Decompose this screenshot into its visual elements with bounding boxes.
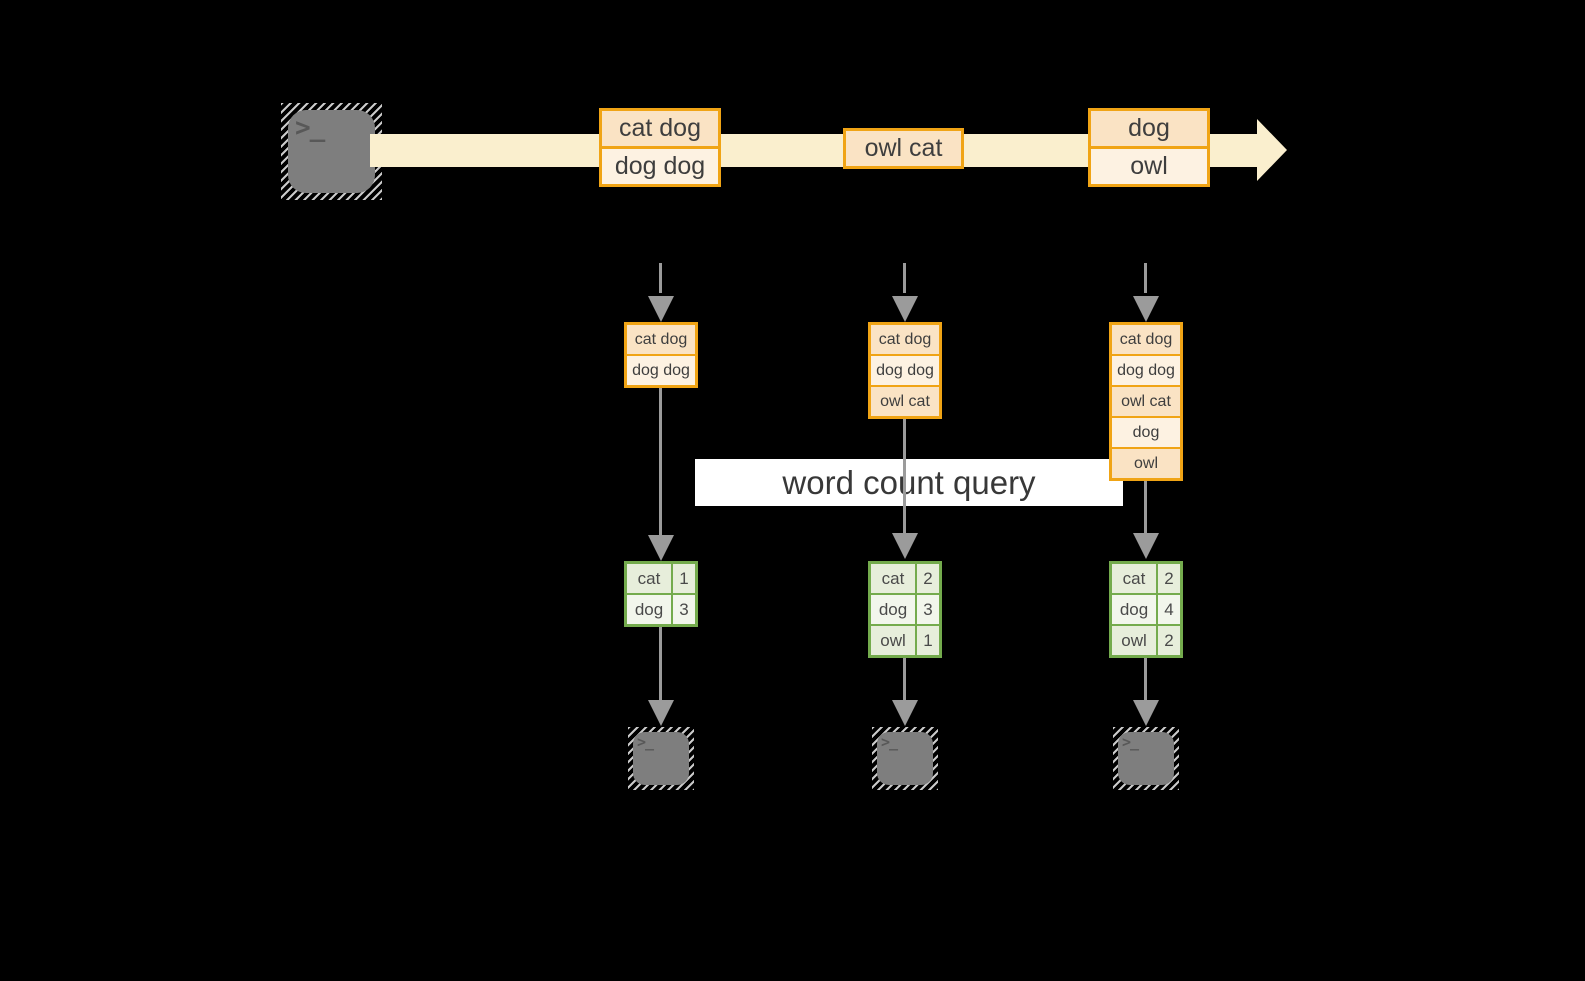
connector-line — [1144, 658, 1147, 700]
stream-event-box-3: dog owl — [1088, 108, 1210, 187]
terminal-prompt-icon: >_ — [1122, 733, 1139, 751]
stream-arrowhead-icon — [1257, 119, 1287, 181]
query-banner: word count query — [695, 459, 1123, 506]
word-cell: dog — [871, 595, 915, 624]
word-cell: cat — [627, 564, 671, 593]
buffer-box-2: cat dog dog dog owl cat — [868, 322, 942, 419]
terminal-body — [1118, 732, 1174, 785]
dashed-connector — [903, 263, 906, 293]
arrow-down-icon — [1133, 533, 1159, 559]
buffered-event: dog dog — [1112, 356, 1180, 385]
terminal-body — [288, 110, 375, 193]
count-cell: 2 — [1158, 564, 1180, 593]
word-cell: cat — [1112, 564, 1156, 593]
wordcount-table-3: cat 2 dog 4 owl 2 — [1109, 561, 1183, 658]
buffered-event: dog — [1112, 418, 1180, 447]
arrow-down-icon — [648, 296, 674, 322]
terminal-prompt-icon: >_ — [637, 733, 654, 751]
count-cell: 2 — [1158, 626, 1180, 655]
count-cell: 2 — [917, 564, 939, 593]
arrow-down-icon — [892, 296, 918, 322]
count-cell: 1 — [917, 626, 939, 655]
sink-terminal-icon-1: >_ — [628, 727, 694, 790]
arrow-down-icon — [892, 533, 918, 559]
stream-event: dog — [1091, 111, 1207, 146]
arrow-down-icon — [1133, 296, 1159, 322]
arrow-down-icon — [648, 535, 674, 561]
count-cell: 3 — [917, 595, 939, 624]
wordcount-table-1: cat 1 dog 3 — [624, 561, 698, 627]
stream-event-box-1: cat dog dog dog — [599, 108, 721, 187]
stream-event: owl cat — [846, 131, 961, 166]
sink-terminal-icon-3: >_ — [1113, 727, 1179, 790]
buffered-event: owl cat — [1112, 387, 1180, 416]
connector-line — [1144, 481, 1147, 533]
buffered-event: owl — [1112, 449, 1180, 478]
buffer-box-1: cat dog dog dog — [624, 322, 698, 388]
word-cell: dog — [627, 595, 671, 624]
connector-line — [659, 627, 662, 700]
stream-event: cat dog — [602, 111, 718, 146]
buffered-event: dog dog — [627, 356, 695, 385]
arrow-down-icon — [648, 700, 674, 726]
sink-terminal-icon-2: >_ — [872, 727, 938, 790]
terminal-prompt-icon: >_ — [881, 733, 898, 751]
stream-event: owl — [1091, 149, 1207, 184]
buffered-event: owl cat — [871, 387, 939, 416]
connector-line — [903, 419, 906, 533]
buffered-event: cat dog — [871, 325, 939, 354]
stream-event: dog dog — [602, 149, 718, 184]
count-cell: 3 — [673, 595, 695, 624]
buffered-event: cat dog — [627, 325, 695, 354]
terminal-prompt-icon: >_ — [295, 113, 325, 143]
arrow-down-icon — [1133, 700, 1159, 726]
buffer-box-3: cat dog dog dog owl cat dog owl — [1109, 322, 1183, 481]
word-cell: owl — [1112, 626, 1156, 655]
count-cell: 1 — [673, 564, 695, 593]
terminal-body — [877, 732, 933, 785]
source-terminal-icon: >_ — [281, 103, 382, 200]
dashed-connector — [659, 263, 662, 293]
word-cell: dog — [1112, 595, 1156, 624]
wordcount-table-2: cat 2 dog 3 owl 1 — [868, 561, 942, 658]
connector-line — [659, 388, 662, 535]
dashed-connector — [1144, 263, 1147, 293]
stream-event-box-2: owl cat — [843, 128, 964, 169]
word-cell: owl — [871, 626, 915, 655]
buffered-event: dog dog — [871, 356, 939, 385]
arrow-down-icon — [892, 700, 918, 726]
buffered-event: cat dog — [1112, 325, 1180, 354]
word-cell: cat — [871, 564, 915, 593]
terminal-body — [633, 732, 689, 785]
connector-line — [903, 658, 906, 700]
count-cell: 4 — [1158, 595, 1180, 624]
